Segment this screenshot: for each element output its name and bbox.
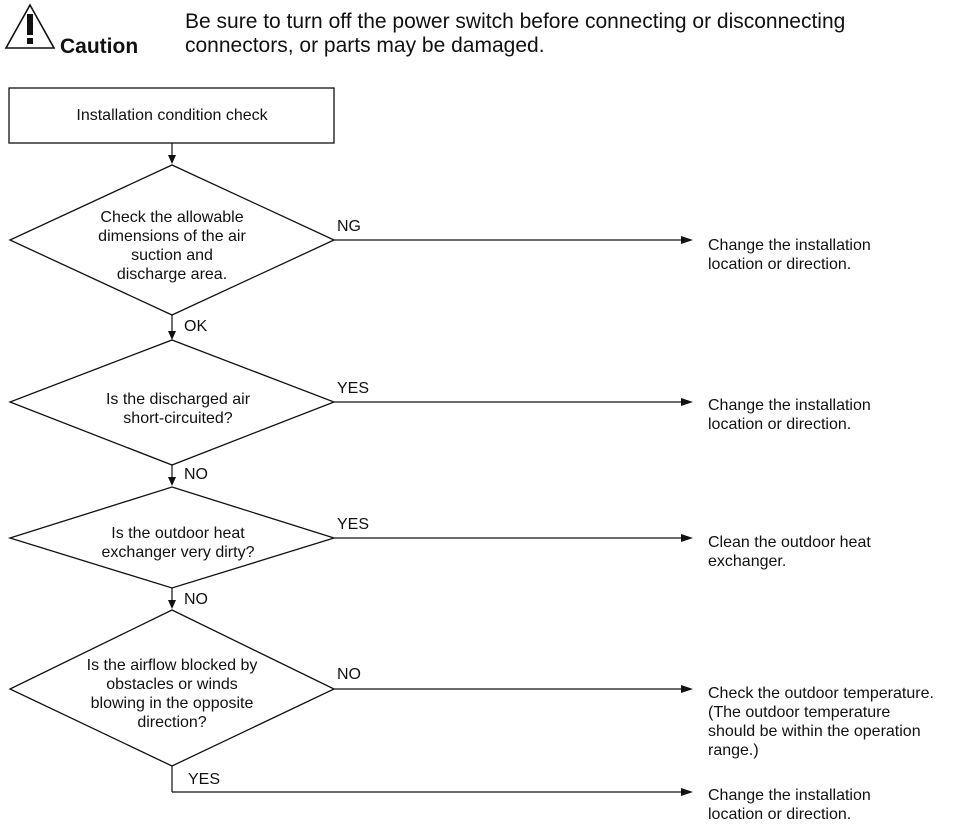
arrowhead-d3-d4 — [168, 600, 176, 609]
outcome-1-line-2: location or direction. — [708, 256, 852, 273]
decision-diamond-1 — [8, 164, 336, 316]
decision-3-line-1: Is the outdoor heat — [111, 525, 245, 542]
decision-2-line-2: short-circuited? — [123, 410, 233, 427]
side-arrowhead-d2 — [681, 398, 693, 406]
decision-1-side-label: NG — [337, 218, 361, 235]
decision-4-down-label: YES — [188, 771, 221, 788]
decision-3-line-2: exchanger very dirty? — [101, 544, 255, 561]
caution-label: Caution — [60, 35, 139, 58]
decision-diamond-2 — [8, 339, 336, 466]
outcome-3: Clean the outdoor heat exchanger. — [708, 533, 871, 571]
decision-diamond-4 — [8, 609, 336, 767]
final-outcome-line-2: location or direction. — [708, 806, 852, 823]
start-box-label: Installation condition check — [76, 107, 268, 124]
outcome-1: Change the installation location or dire… — [708, 236, 871, 274]
outcome-4-line-4: range.) — [708, 742, 759, 759]
decision-2-down-label: NO — [184, 466, 208, 483]
outcome-2: Change the installation location or dire… — [708, 396, 871, 434]
outcome-4: Check the outdoor temperature. (The outd… — [708, 684, 934, 760]
outcome-3-line-2: exchanger. — [708, 553, 787, 570]
decision-4-line-4: direction? — [137, 714, 207, 731]
decision-4-line-3: blowing in the opposite — [90, 695, 254, 712]
decision-1-text: Check the allowable dimensions of the ai… — [98, 208, 246, 284]
caution-warning-icon — [4, 3, 56, 49]
decision-2-text: Is the discharged air short-circuited? — [106, 390, 250, 428]
side-arrowhead-d4 — [681, 685, 693, 693]
outcome-1-line-1: Change the installation — [708, 237, 871, 254]
decision-1-line-3: suction and — [131, 247, 213, 264]
decision-2-line-1: Is the discharged air — [105, 391, 251, 408]
start-box — [8, 87, 335, 144]
decision-1-line-2: dimensions of the air — [98, 228, 246, 245]
decision-4-line-1: Is the airflow blocked by — [86, 657, 258, 674]
outcome-4-line-3: should be within the operation — [708, 723, 921, 740]
decision-4-side-label: NO — [337, 666, 361, 683]
side-arrowhead-d3 — [681, 534, 693, 542]
caution-message-line-2: connectors, or parts may be damaged. — [185, 34, 545, 57]
outcome-2-line-2: location or direction. — [708, 416, 852, 433]
decision-1-line-1: Check the allowable — [100, 209, 244, 226]
final-arrowhead — [681, 788, 693, 796]
arrowhead-d1-d2 — [168, 331, 176, 340]
outcome-3-line-1: Clean the outdoor heat — [708, 534, 871, 551]
outcome-2-line-1: Change the installation — [708, 397, 871, 414]
side-arrowhead-d1 — [681, 236, 693, 244]
decision-4-text: Is the airflow blocked by obstacles or w… — [87, 656, 258, 732]
decision-3-down-label: NO — [184, 591, 208, 608]
caution-message-line-1: Be sure to turn off the power switch bef… — [185, 10, 846, 33]
decision-diamond-3 — [7, 486, 337, 589]
decision-3-text: Is the outdoor heat exchanger very dirty… — [102, 524, 255, 562]
decision-1-line-4: discharge area. — [116, 266, 228, 283]
outcome-4-line-1: Check the outdoor temperature. — [708, 685, 934, 702]
final-outcome-line-1: Change the installation — [708, 787, 871, 804]
arrowhead-start-d1 — [168, 155, 176, 164]
final-outcome: Change the installation location or dire… — [708, 786, 871, 824]
decision-1-down-label: OK — [184, 318, 208, 335]
decision-4-line-2: obstacles or winds — [106, 676, 238, 693]
caution-message: Be sure to turn off the power switch bef… — [185, 10, 845, 58]
outcome-4-line-2: (The outdoor temperature — [708, 704, 891, 721]
decision-3-side-label: YES — [337, 516, 370, 533]
decision-2-side-label: YES — [337, 380, 370, 397]
arrowhead-d2-d3 — [168, 477, 176, 486]
